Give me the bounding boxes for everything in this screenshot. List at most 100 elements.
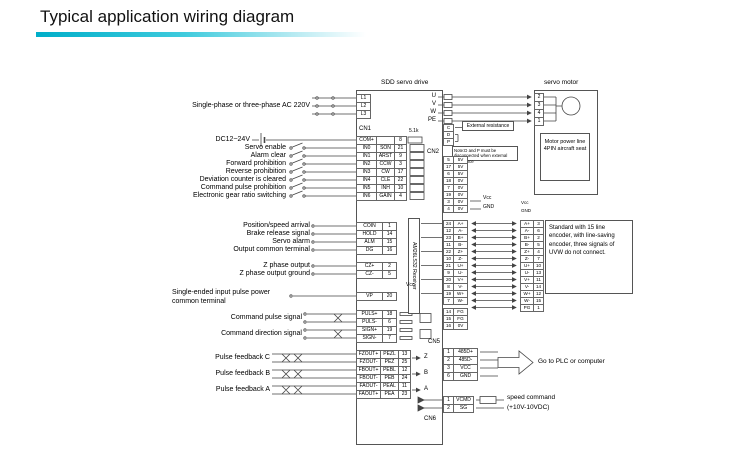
- pin-cell: Z+: [453, 248, 468, 256]
- pin-cell: PEZL: [380, 350, 399, 359]
- feedback-b-label: Pulse feedback B: [215, 370, 270, 377]
- pin-cell: FBOUT-: [356, 374, 381, 383]
- input-label-gear-switching: Electronic gear ratio switching: [193, 192, 286, 199]
- pin-cell: 1: [443, 348, 454, 357]
- pin-cell: 11: [443, 241, 454, 249]
- vcc-motor-label: Vcc: [521, 200, 529, 205]
- pin-cell: 22: [443, 248, 454, 256]
- pin-cell: GND: [453, 372, 478, 381]
- pin-cell: B+: [520, 234, 534, 242]
- pin-cell: 4: [443, 205, 454, 213]
- pin-cell: 12: [398, 366, 411, 375]
- input-label-alarm-clear: Alarm clear: [250, 152, 286, 159]
- pin-cell: L2: [356, 102, 371, 111]
- pin-cell: 7: [443, 184, 454, 192]
- pin-cell: SON: [376, 144, 395, 153]
- ac-input-label: Single-phase or three-phase AC 220V: [192, 102, 310, 109]
- pin-cell: FG: [453, 308, 468, 316]
- pin-cell: ALM: [356, 238, 383, 247]
- pin-cell: 2: [382, 262, 397, 271]
- pin-cell: 18: [382, 310, 397, 319]
- pin-cell: 12: [533, 290, 544, 298]
- pin-cell: 5V: [453, 163, 468, 171]
- pin-cell: 3: [394, 160, 407, 169]
- pin-cell: FG: [453, 315, 468, 323]
- vcc-tap-label: Vcc: [483, 195, 492, 201]
- pin-cell: Z+: [520, 248, 534, 256]
- pin-cell: SIGN+: [356, 326, 383, 335]
- pin-cell: 14: [382, 230, 397, 239]
- pin-cell: 485D+: [453, 348, 478, 357]
- pin-cell: INH: [376, 184, 395, 193]
- pin-cell: 5: [443, 156, 454, 164]
- pin-cell: V+: [520, 276, 534, 284]
- pin-cell: 14: [533, 283, 544, 291]
- pin-cell: 0V: [453, 322, 468, 330]
- pin-cell: 5V: [453, 170, 468, 178]
- pin-cell: 15: [382, 238, 397, 247]
- pin-cell: GAIN: [376, 192, 395, 201]
- pin-cell: 10: [443, 255, 454, 263]
- pin-cell: B+: [453, 234, 468, 242]
- pin-cell: 22: [394, 176, 407, 185]
- pin-cell: 15: [443, 315, 454, 323]
- pin-cell: 4: [534, 109, 544, 118]
- pin-cell: 25: [398, 358, 411, 367]
- pin-cell: COIN: [356, 222, 383, 231]
- pin-cell: 19: [382, 326, 397, 335]
- pin-cell: IN5: [356, 184, 377, 193]
- pin-cell: CCW: [376, 160, 395, 169]
- z-output-label: Z phase output: [263, 262, 310, 269]
- pin-cell: 1: [534, 117, 544, 126]
- pin-cell: COM+: [356, 136, 377, 145]
- input-label-servo-enable: Servo enable: [244, 144, 286, 151]
- output-label-alarm: Servo alarm: [272, 238, 310, 245]
- pin-cell: 1: [533, 304, 544, 312]
- pin-cell: 17: [394, 168, 407, 177]
- wires-group: [252, 94, 581, 412]
- pin-cell: 11: [533, 276, 544, 284]
- pin-cell: 15: [533, 297, 544, 305]
- pin-cell: 7: [382, 334, 397, 343]
- pin-cell: V+: [453, 276, 468, 284]
- pin-cell: 1: [443, 396, 454, 405]
- pin-cell: 0V: [453, 198, 468, 206]
- pin-cell: 18: [443, 177, 454, 185]
- pin-cell: W+: [453, 290, 468, 298]
- pin-cell: U-: [520, 269, 534, 277]
- pin-cell: 485D-: [453, 356, 478, 365]
- pin-cell: 19: [443, 290, 454, 298]
- pin-cell: 9: [394, 152, 407, 161]
- pin-cell: 10: [533, 262, 544, 270]
- pin-cell: VCC: [453, 364, 478, 373]
- pin-cell: 5V: [453, 156, 468, 164]
- pin-cell: 2: [534, 93, 544, 102]
- u-terminal-label: U: [431, 93, 436, 99]
- cn6-pin-arrow: [417, 396, 425, 404]
- pin-cell: PEB: [380, 374, 399, 383]
- external-resistance-box: External resistance: [462, 121, 514, 131]
- pin-cell: V-: [520, 283, 534, 291]
- pin-cell: U+: [453, 262, 468, 270]
- w-terminal-label: W: [430, 109, 436, 115]
- speed-pot-symbol: [479, 396, 497, 404]
- vp-label-line1: Single-ended input pulse power: [172, 289, 271, 296]
- pin-cell: 2: [443, 356, 454, 365]
- encoder-note: Standard with 15 line encoder, with line…: [545, 220, 633, 294]
- pin-cell: P: [443, 138, 454, 146]
- pin-cell: IN0: [356, 144, 377, 153]
- pin-cell: FBOUT+: [356, 366, 381, 375]
- pin-cell: 3: [534, 101, 544, 110]
- cn1-label: CN1: [359, 126, 372, 132]
- pin-cell: FAOUT+: [356, 390, 381, 399]
- pin-cell: IN2: [356, 160, 377, 169]
- pin-cell: 16: [382, 246, 397, 255]
- vcc-pullup-label: Vcc: [406, 282, 415, 288]
- pin-cell: 2: [533, 234, 544, 242]
